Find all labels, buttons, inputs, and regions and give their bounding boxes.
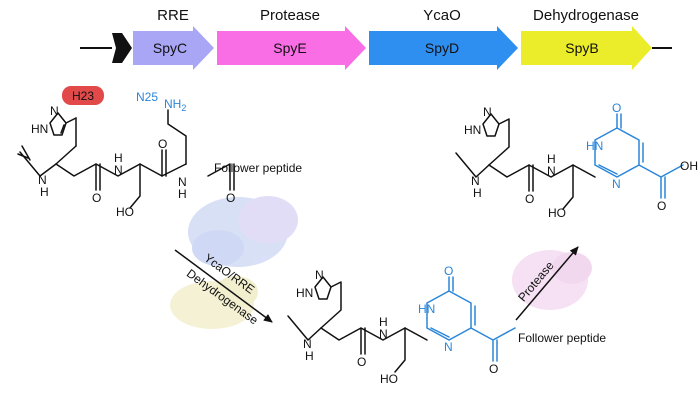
m2-h2: H — [547, 152, 556, 166]
m1-ho: HO — [116, 205, 134, 219]
m1-nh2: NH2 — [164, 97, 186, 113]
intermediate-molecule — [287, 276, 428, 373]
m3-ring-hn: HN — [418, 302, 435, 316]
gene-cluster: RRE Protease YcaO Dehydrogenase SpyC Spy… — [80, 7, 672, 70]
product-atom-labels: HN N N H H N O HO HN O N O OH — [464, 101, 698, 220]
m1-n3: N — [178, 175, 187, 189]
m1-h3: H — [178, 187, 187, 201]
product-molecule — [455, 113, 596, 210]
gene-role-ycao: YcaO — [423, 7, 461, 24]
m3-imid-n: N — [315, 268, 324, 282]
m1-imid-hn: HN — [31, 122, 48, 136]
m1-imid-n: N — [50, 104, 59, 118]
m1-h1: H — [40, 185, 49, 199]
m3-o1: O — [357, 355, 366, 369]
m1-o1: O — [92, 191, 101, 205]
gene-name-spyd: SpyD — [425, 40, 459, 56]
gene-arrow-spye — [217, 26, 366, 70]
gene-name-spyb: SpyB — [565, 40, 598, 56]
h23-label: H23 — [72, 89, 94, 103]
m2-o1: O — [525, 192, 534, 206]
protease-reaction-arrow — [515, 246, 579, 321]
m2-ho: HO — [548, 206, 566, 220]
gene-arrow-spyd — [369, 26, 518, 70]
m1-n1: N — [38, 173, 47, 187]
m3-ring-o: O — [444, 264, 453, 278]
m2-imid-hn: HN — [464, 123, 481, 137]
m3-follower-peptide: Follower peptide — [518, 331, 606, 345]
n25-label: N25 — [136, 90, 158, 104]
ycao-rre-protein-image — [188, 196, 298, 267]
gene-role-dehydrogenase: Dehydrogenase — [533, 7, 639, 24]
m1-n2: N — [114, 163, 123, 177]
leader-gene-arrow — [112, 33, 132, 63]
substrate-molecule — [17, 109, 235, 209]
m3-h1: H — [305, 349, 314, 363]
m1-o3: O — [226, 191, 235, 205]
m2-n1: N — [471, 174, 480, 188]
m1-h2: H — [114, 151, 123, 165]
gene-name-spye: SpyE — [273, 40, 306, 56]
gene-arrow-spyc — [133, 26, 214, 70]
gene-arrow-spyb — [521, 26, 652, 70]
m3-n2: N — [379, 327, 388, 341]
pyrimidinone-ring-2 — [426, 276, 516, 362]
m2-ring-o: O — [612, 101, 621, 115]
ycao-reaction-arrow — [174, 249, 273, 323]
m2-h1: H — [473, 186, 482, 200]
intermediate-atom-labels: HN N N H H N O HO HN O N O Follower pept… — [296, 264, 606, 386]
m2-n2: N — [547, 164, 556, 178]
m2-acid-oh: OH — [680, 159, 698, 173]
m1-follower-peptide: Follower peptide — [214, 161, 302, 175]
gene-role-protease: Protease — [260, 7, 320, 24]
m3-o2: O — [489, 362, 498, 376]
m3-ring-n: N — [444, 340, 453, 354]
m3-n1: N — [303, 337, 312, 351]
m3-imid-hn: HN — [296, 286, 313, 300]
substrate-atom-labels: HN N N H H N O HO O N H NH2 O Follower p… — [31, 97, 302, 219]
pyrimidinone-ring-1 — [594, 113, 684, 199]
m2-acid-o: O — [657, 199, 666, 213]
m3-h2: H — [379, 315, 388, 329]
h23-badge — [62, 86, 104, 105]
gene-role-rre: RRE — [157, 7, 189, 24]
m2-ring-n: N — [612, 177, 621, 191]
m3-ho: HO — [380, 372, 398, 386]
m1-o2: O — [158, 137, 167, 151]
m2-ring-hn: HN — [586, 139, 603, 153]
gene-name-spyc: SpyC — [153, 40, 187, 56]
m2-imid-n: N — [483, 105, 492, 119]
